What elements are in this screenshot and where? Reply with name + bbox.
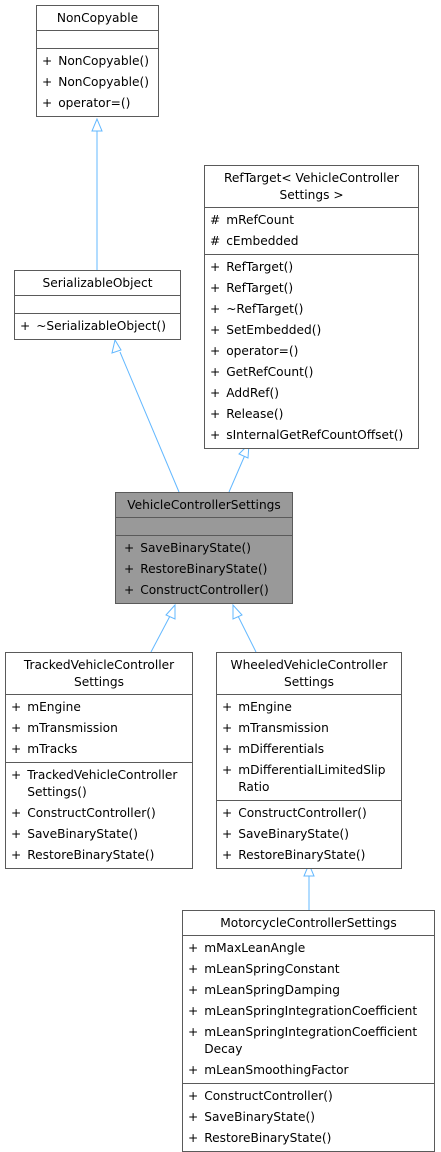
attribute-row: +mLeanSpringIntegrationCoefficient [188,1004,418,1018]
method-row: +RefTarget() [210,281,294,295]
attribute-row: +mDifferentials [222,742,325,756]
method-row: +ConstructController() [124,583,269,597]
attribute-row: +mTransmission [222,721,329,735]
method-row: +RestoreBinaryState() [124,562,268,576]
attribute-row: +mTransmission [11,721,118,735]
method-row: +RestoreBinaryState() [188,1131,332,1145]
method-section: +SaveBinaryState() +RestoreBinaryState()… [116,535,292,603]
method-row: +SaveBinaryState() [11,827,139,841]
method-row: +ConstructController() [222,806,367,820]
edge-vcs-to-serializable [119,351,180,493]
attribute-section [37,30,158,48]
method-row: +operator=() [210,344,299,358]
attribute-row: #mRefCount [210,213,294,227]
method-row: +sInternalGetRefCountOffset() [210,428,404,442]
method-row: +SaveBinaryState() [188,1110,316,1124]
class-vehiclecontrollersettings[interactable]: VehicleControllerSettings +SaveBinarySta… [115,492,293,604]
method-row: +RestoreBinaryState() [222,848,366,862]
class-name: TrackedVehicleController Settings [23,658,175,689]
class-name: RefTarget< VehicleController Settings > [223,171,400,202]
method-section: +TrackedVehicleController Settings() +Co… [6,762,192,868]
edge-vcs-to-reftarget [228,454,246,493]
method-row: +SetEmbedded() [210,323,322,337]
class-name: SerializableObject [42,276,153,290]
method-row: +NonCopyable() [42,75,150,89]
method-row: +~RefTarget() [210,302,304,316]
class-trackedvehiclecontrollersettings[interactable]: TrackedVehicleController Settings +mEngi… [5,652,193,869]
attribute-row: +mMaxLeanAngle [188,941,306,955]
method-row: +Release() [210,407,284,421]
attribute-row: #cEmbedded [210,234,299,248]
class-wheeledvehiclecontrollersettings[interactable]: WheeledVehicleController Settings +mEngi… [216,652,402,869]
method-row: +TrackedVehicleController Settings() [11,768,178,799]
class-name: MotorcycleControllerSettings [220,916,397,930]
method-row: +SaveBinaryState() [222,827,350,841]
arrowhead-wheeled [303,862,315,877]
class-name: NonCopyable [56,11,139,25]
edge-tracked-to-vcs [150,615,171,653]
arrowhead-vcs-right [232,603,243,620]
arrowhead-noncopyable [91,117,103,132]
method-row: +SaveBinaryState() [124,541,252,555]
attribute-row: +mLeanSpringConstant [188,962,340,976]
method-row: +operator=() [42,96,131,110]
edge-wheeled-to-vcs [237,615,257,653]
attribute-section [116,517,292,535]
attribute-row: +mLeanSmoothingFactor [188,1063,349,1077]
attribute-row: +mDifferentialLimitedSlip Ratio [222,763,386,794]
attribute-section: +mMaxLeanAngle +mLeanSpringConstant +mLe… [183,935,434,1083]
method-section: +RefTarget() +RefTarget() +~RefTarget() … [205,254,418,448]
attribute-section: #mRefCount #cEmbedded [205,207,418,254]
method-row: +RestoreBinaryState() [11,848,155,862]
class-noncopyable[interactable]: NonCopyable +NonCopyable() +NonCopyable(… [36,5,159,117]
method-row: +ConstructController() [188,1089,333,1103]
method-section: +ConstructController() +SaveBinaryState(… [183,1083,434,1151]
method-row: +ConstructController() [11,806,156,820]
method-section: +ConstructController() +SaveBinaryState(… [217,800,401,868]
attribute-row: +mTracks [11,742,78,756]
method-row: +RefTarget() [210,260,294,274]
method-row: +~SerializableObject() [20,319,166,333]
attribute-section [15,295,180,313]
method-row: +AddRef() [210,386,280,400]
class-name: WheeledVehicleController Settings [230,658,388,689]
class-name: VehicleControllerSettings [127,498,281,512]
class-serializableobject[interactable]: SerializableObject +~SerializableObject(… [14,270,181,340]
arrowhead-serializable [111,338,122,354]
class-reftarget[interactable]: RefTarget< VehicleController Settings > … [204,165,419,449]
arrowhead-vcs-left [165,603,176,620]
attribute-section: +mEngine +mTransmission +mDifferentials … [217,694,401,800]
attribute-row: +mLeanSpringDamping [188,983,340,997]
attribute-row: +mLeanSpringIntegrationCoefficient Decay [188,1025,418,1056]
class-motorcyclecontrollersettings[interactable]: MotorcycleControllerSettings +mMaxLeanAn… [182,910,435,1152]
method-row: +GetRefCount() [210,365,314,379]
method-row: +NonCopyable() [42,54,150,68]
attribute-row: +mEngine [11,700,81,714]
method-section: +NonCopyable() +NonCopyable() +operator=… [37,48,158,116]
attribute-section: +mEngine +mTransmission +mTracks [6,694,192,762]
method-section: +~SerializableObject() [15,313,180,339]
attribute-row: +mEngine [222,700,292,714]
